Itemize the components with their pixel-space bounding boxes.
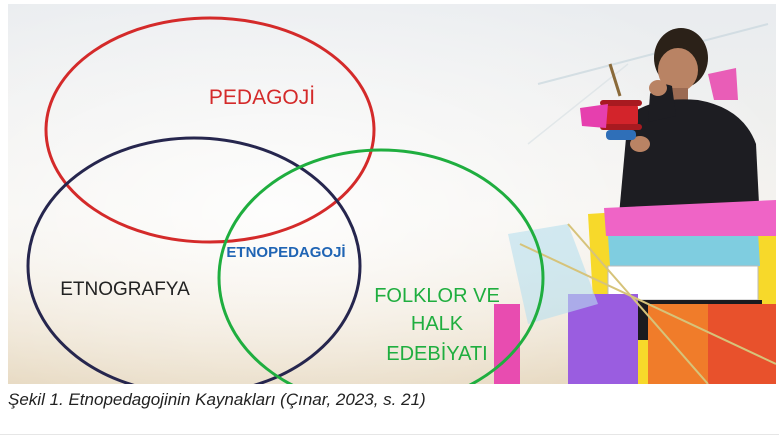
label-folklor-line2: HALK [411, 313, 464, 335]
label-folklor-line1: FOLKLOR VE [374, 285, 500, 307]
label-pedagoji: PEDAGOJİ [209, 86, 315, 109]
figure-caption: Şekil 1. Etnopedagojinin Kaynakları (Çın… [8, 390, 426, 409]
label-folklor-line3: EDEBİYATI [386, 342, 488, 365]
label-etnografya: ETNOGRAFYA [60, 279, 190, 300]
boy-illustration [580, 28, 760, 226]
etnografya-circle [26, 136, 362, 384]
label-etnopedagoji: ETNOPEDAGOJİ [226, 244, 345, 261]
kite-illustration [494, 200, 776, 384]
venn-diagram-svg: PEDAGOJİ ETNOGRAFYA ETNOPEDAGOJİ FOLKLOR… [8, 4, 776, 384]
pedagoji-circle [44, 16, 376, 244]
folklor-circle [217, 148, 545, 384]
venn-figure: PEDAGOJİ ETNOGRAFYA ETNOPEDAGOJİ FOLKLOR… [8, 4, 776, 384]
divider [0, 434, 779, 435]
